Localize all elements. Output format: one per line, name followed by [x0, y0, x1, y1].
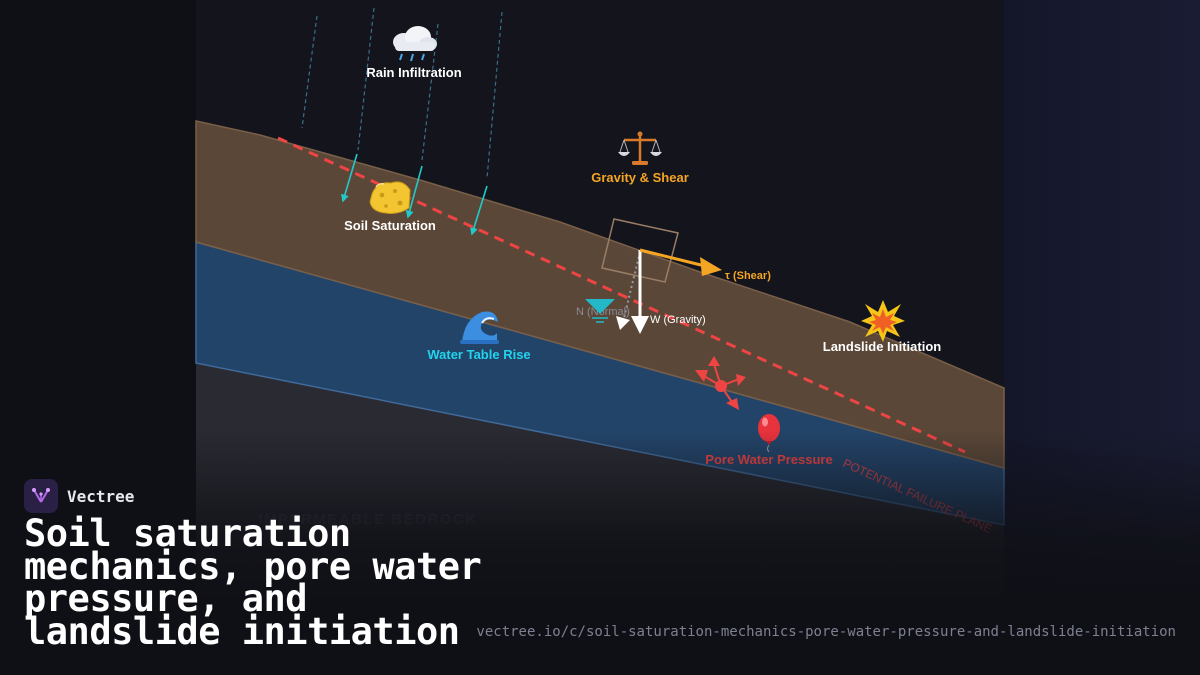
normal-force-arrow [623, 251, 641, 319]
cloud-rain-icon [393, 26, 437, 62]
rain-infiltration-label: Rain Infiltration [366, 65, 461, 80]
gravity-shear-label: Gravity & Shear [591, 170, 689, 185]
shear-force-arrowhead [700, 257, 722, 276]
infiltration-arrow [340, 153, 358, 203]
infiltration-arrow [405, 165, 423, 219]
gravity-force-label: W (Gravity) [650, 314, 706, 326]
page-title: Soil saturation mechanics, pore water pr… [24, 512, 482, 653]
soil-saturation-label: Soil Saturation [344, 218, 436, 233]
soil-block [601, 218, 679, 283]
shear-force-arrow [639, 248, 706, 268]
explosion-icon [861, 300, 905, 342]
right-panel [1004, 0, 1200, 675]
water-table-label: Water Table Rise [427, 347, 530, 362]
shear-force-label: τ (Shear) [725, 270, 771, 282]
balance-scale-icon [618, 131, 662, 165]
gravity-force-arrowhead [631, 316, 649, 334]
pore-pressure-label: Pore Water Pressure [705, 452, 832, 467]
rain-streak [301, 15, 318, 129]
rain-streak [357, 7, 375, 151]
pore-pressure-burst [695, 356, 746, 410]
normal-force-arrowhead [616, 316, 630, 330]
sponge-icon [369, 181, 411, 214]
brand-name: Vectree [67, 486, 135, 506]
infiltration-arrows [340, 153, 488, 236]
brand: Vectree [24, 479, 134, 513]
landslide-initiation-label: Landslide Initiation [823, 339, 942, 354]
page-url[interactable]: vectree.io/c/soil-saturation-mechanics-p… [476, 624, 1176, 640]
normal-force-label: N (Normal) [576, 306, 630, 318]
vectree-logo-icon [24, 479, 58, 513]
water-level-triangle-icon [585, 299, 615, 323]
infiltration-arrow [470, 185, 488, 236]
wave-icon [460, 311, 499, 344]
